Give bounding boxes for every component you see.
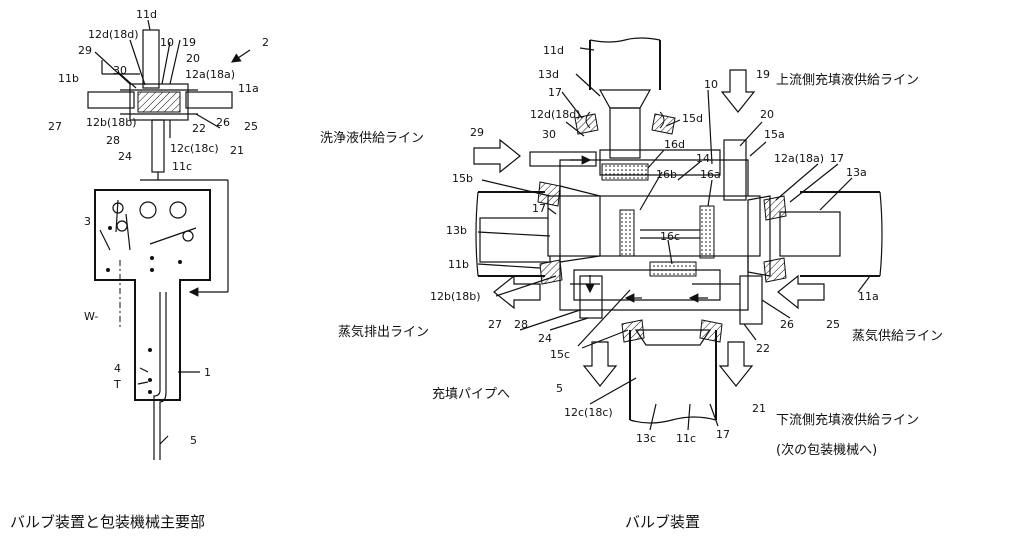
label-r16c: 16c (660, 230, 680, 243)
label-r17b: 17 (830, 152, 844, 165)
caption-left: バルブ装置と包装機械主要部 (10, 513, 205, 531)
line-fill-pipe: 充填パイプへ (432, 386, 510, 402)
label-r13a: 13a (846, 166, 867, 179)
label-12b: 12b(18b) (86, 116, 137, 129)
label-r13c: 13c (636, 432, 656, 445)
label-r11a: 11a (858, 290, 879, 303)
fill-pipe (153, 292, 161, 460)
label-29: 29 (78, 44, 92, 57)
label-r16a: 16a (700, 168, 721, 181)
label-W: W- (84, 310, 98, 323)
label-r11b: 11b (448, 258, 469, 271)
arrow-5 (582, 341, 618, 387)
label-r24: 24 (538, 332, 552, 345)
port-28 (579, 275, 603, 319)
label-19: 19 (182, 36, 196, 49)
port-22 (739, 275, 763, 325)
label-30: 30 (113, 64, 127, 77)
label-12d: 12d(18d) (88, 28, 139, 41)
label-2: 2 (262, 36, 269, 49)
label-r16b: 16b (656, 168, 677, 181)
line-wash: 洗浄液供給ライン (320, 131, 424, 146)
label-r15c: 15c (550, 348, 570, 361)
label-25: 25 (244, 120, 258, 133)
label-11b: 11b (58, 72, 79, 85)
arrow-27 (493, 274, 541, 310)
label-r13b: 13b (446, 224, 467, 237)
label-24: 24 (118, 150, 132, 163)
machine-frame (94, 189, 211, 401)
label-20: 20 (186, 52, 200, 65)
line-downstream: 下流側充填液供給ライン (776, 412, 919, 428)
label-11a: 11a (238, 82, 259, 95)
line-upstream: 上流側充填液供給ライン (776, 72, 919, 88)
pipe-11b (87, 91, 135, 109)
label-11d: 11d (136, 8, 157, 21)
label-r17d: 17 (716, 428, 730, 441)
label-r5: 5 (556, 382, 563, 395)
label-r15a: 15a (764, 128, 785, 141)
pipe-11c-small (151, 119, 165, 173)
label-26: 26 (216, 116, 230, 129)
port-30 (529, 151, 597, 167)
pipe-11d (142, 29, 160, 89)
label-r17c: 17 (532, 202, 546, 215)
label-r13d: 13d (538, 68, 559, 81)
pipe-11a (185, 91, 233, 109)
arrow-19 (720, 69, 756, 113)
arrow-29 (473, 138, 521, 174)
label-21: 21 (230, 144, 244, 157)
right-figure: 11d 13d 17 12d(18d) 15d 29 30 16d 14 10 … (320, 37, 943, 458)
label-r12d: 12d(18d) (530, 108, 581, 121)
label-r19: 19 (756, 68, 770, 81)
label-r29: 29 (470, 126, 484, 139)
label-1: 1 (204, 366, 211, 379)
label-12c: 12c(18c) (170, 142, 219, 155)
label-r15d: 15d (682, 112, 703, 125)
throat-top (598, 89, 652, 109)
left-figure: 11d 12d(18d) 10 19 2 29 30 20 12a(18a) 1… (48, 8, 269, 460)
disk-16d (601, 163, 649, 181)
line-steam-out: 蒸気排出ライン (338, 324, 429, 340)
disk-16c (649, 261, 697, 277)
label-27: 27 (48, 120, 62, 133)
label-r26: 26 (780, 318, 794, 331)
caption-right: バルブ装置 (625, 513, 700, 531)
label-r10: 10 (704, 78, 718, 91)
label-12a: 12a(18a) (185, 68, 235, 81)
label-5: 5 (190, 434, 197, 447)
valve-core-small (137, 91, 181, 113)
label-r12b: 12b(18b) (430, 290, 481, 303)
label-10: 10 (160, 36, 174, 49)
label-r16d: 16d (664, 138, 685, 151)
line-next-machine: (次の包装機械へ) (776, 442, 877, 458)
line-steam-in: 蒸気供給ライン (852, 328, 943, 344)
label-r12a: 12a(18a) (774, 152, 824, 165)
label-r20: 20 (760, 108, 774, 121)
label-4: 4 (114, 362, 121, 375)
label-r22: 22 (756, 342, 770, 355)
label-11c: 11c (172, 160, 192, 173)
label-r15b: 15b (452, 172, 473, 185)
disk-16b (619, 209, 635, 257)
label-r11c: 11c (676, 432, 696, 445)
label-r11d: 11d (543, 44, 564, 57)
label-r12c: 12c(18c) (564, 406, 613, 419)
label-r17a: 17 (548, 86, 562, 99)
label-22: 22 (192, 122, 206, 135)
disk-16a (699, 205, 715, 259)
arrow-21 (718, 341, 754, 387)
label-r28: 28 (514, 318, 528, 331)
label-28: 28 (106, 134, 120, 147)
label-r30: 30 (542, 128, 556, 141)
label-r21: 21 (752, 402, 766, 415)
port-20 (723, 139, 747, 201)
label-r25: 25 (826, 318, 840, 331)
arrow-25 (777, 274, 825, 310)
label-3: 3 (84, 215, 91, 228)
label-r14: 14 (696, 152, 710, 165)
label-r27: 27 (488, 318, 502, 331)
label-T: T (113, 378, 121, 391)
